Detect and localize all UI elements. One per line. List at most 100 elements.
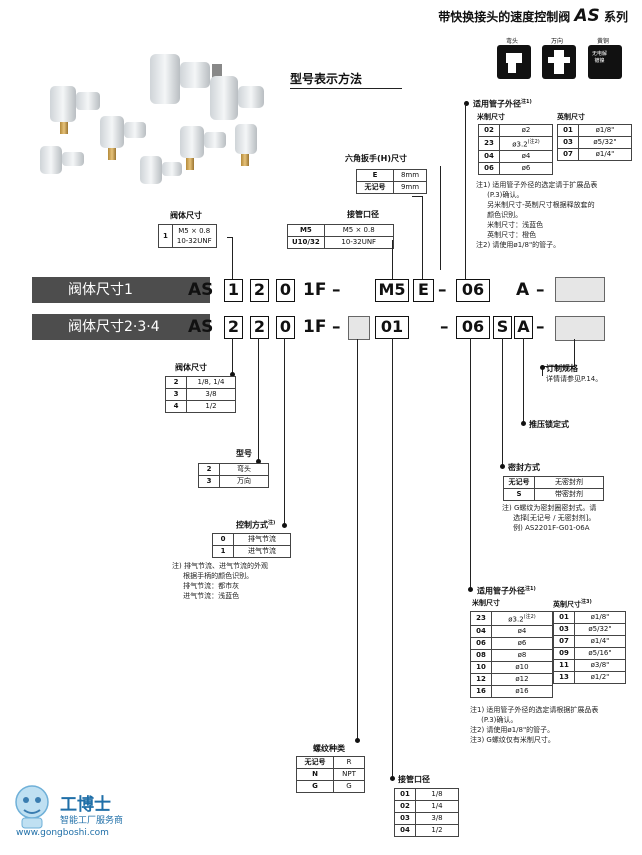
cell: ø6 (491, 637, 553, 651)
cell: 3/8 (415, 812, 459, 825)
push-lock-heading: 推压锁定式 (529, 420, 569, 429)
row1-label: 阀体尺寸1 (32, 277, 210, 303)
valve-small-5 (40, 146, 84, 174)
cell: ø10 (491, 661, 553, 675)
row1-a: A (516, 280, 530, 300)
control-heading: 控制方式注) (236, 519, 275, 531)
connector-line (440, 166, 441, 270)
cell: ø1/4" (574, 635, 626, 648)
logo: 工博士 智能工厂服务商 www.gongboshi.com (10, 780, 160, 840)
connector-line (502, 338, 503, 466)
tube-od-bottom-inch-label-text: 英制尺寸 (553, 600, 581, 609)
cell: 1/4 (415, 800, 459, 813)
icon-brass-label: 黄铜 (597, 38, 610, 45)
cell: 01 (553, 611, 575, 624)
cell: 04 (470, 625, 492, 639)
connector-line (357, 339, 358, 741)
row2-seal: S (493, 316, 512, 339)
cell: 无记号 (503, 476, 535, 489)
cell: N (296, 768, 334, 781)
model-heading: 型号 (236, 449, 252, 458)
tube-od-top-heading-text: 适用管子外径 (473, 99, 521, 109)
brass-icon-text: 无电解 镀镍 (592, 51, 608, 64)
cell: ø3.2(注2) (491, 610, 553, 627)
row1-body-size: 1 (224, 279, 243, 302)
cell: NPT (333, 768, 365, 781)
cell: G (296, 780, 334, 793)
connector-line (465, 104, 466, 279)
cell: 10 (470, 661, 492, 675)
row2-model: 2 (250, 316, 269, 339)
cell: 01 (394, 788, 416, 801)
cell: 进气节流 (233, 545, 291, 558)
connector-line (284, 338, 285, 526)
cell: 2 (198, 463, 220, 476)
row2-prefix: AS (188, 317, 214, 337)
cell: ø6 (499, 162, 553, 176)
dot (521, 421, 526, 426)
cell: S (503, 488, 535, 501)
body-size-top-table: 1 M5 × 0.8 10-32UNF (158, 224, 217, 248)
connector-line (392, 240, 393, 279)
cell: 3/8 (186, 388, 236, 401)
cell: ø12 (491, 673, 553, 687)
row2-dash-2: – (440, 317, 449, 337)
cell: 1 (212, 545, 234, 558)
icon-universal-label: 万向 (551, 38, 564, 45)
section-title-underline (290, 88, 402, 89)
tube-od-top-metric-label: 米制尺寸 (477, 113, 505, 121)
tube-od-bottom-inch-label: 英制尺寸注3) (553, 598, 592, 609)
dot (230, 372, 235, 377)
cell: 2 (165, 376, 187, 389)
cell: 4 (165, 400, 187, 413)
row2-control: 0 (276, 316, 295, 339)
sup: 注1) (521, 99, 532, 105)
cell: 无密封剂 (534, 476, 604, 489)
row2-port: 01 (375, 316, 409, 339)
cell: 04 (394, 824, 416, 837)
cell: 11 (553, 659, 575, 672)
cell: E (356, 169, 394, 182)
thread-heading: 螺纹种类 (313, 744, 345, 753)
cell-text: ø3.2 (512, 140, 528, 149)
cell: 3 (198, 475, 220, 488)
hex-wrench-heading: 六角扳手(H)尺寸 (345, 154, 408, 163)
cell: 08 (470, 649, 492, 663)
row1-f: 1F (303, 280, 327, 300)
dot (500, 464, 505, 469)
cell: U10/32 (287, 236, 325, 249)
connector-line (523, 338, 524, 424)
cell: M5 × 0.8 (323, 224, 394, 237)
connector-line (227, 237, 233, 238)
valve-small-1 (50, 86, 100, 134)
row1-prefix: AS (188, 280, 214, 300)
cell: 16 (470, 685, 492, 699)
dot (355, 738, 360, 743)
control-notes: 注) 排气节流、进气节流的外观 根据手柄的颜色识别。 排气节流：都市灰 进气节流… (172, 562, 268, 600)
cell: 12 (470, 673, 492, 687)
cell: 1/8, 1/4 (186, 376, 236, 389)
custom-desc: 详情请参见P.14。 (546, 375, 603, 383)
cell: 1/2 (186, 400, 236, 413)
page-header: 带快换接头的速度控制阀 AS 系列 (438, 6, 628, 26)
cell: 23 (478, 135, 500, 152)
port-top-heading: 接管口径 (347, 210, 379, 219)
cell: 带密封剂 (534, 488, 604, 501)
cell: 1/8 (415, 788, 459, 801)
cell: 06 (470, 637, 492, 651)
logo-name: 工博士 (60, 795, 111, 815)
cell: 10-32UNF (323, 236, 394, 249)
connector-line (412, 196, 423, 197)
row2-custom-box (555, 316, 605, 341)
sup: 注1) (525, 586, 536, 592)
connector-line (232, 237, 233, 279)
cell: R (333, 756, 365, 769)
cell: ø3.2(注2) (499, 135, 553, 152)
row2-body-size: 2 (224, 316, 243, 339)
valve-small-6 (140, 156, 182, 184)
row2-dash: – (332, 317, 341, 337)
row1-model: 2 (250, 279, 269, 302)
